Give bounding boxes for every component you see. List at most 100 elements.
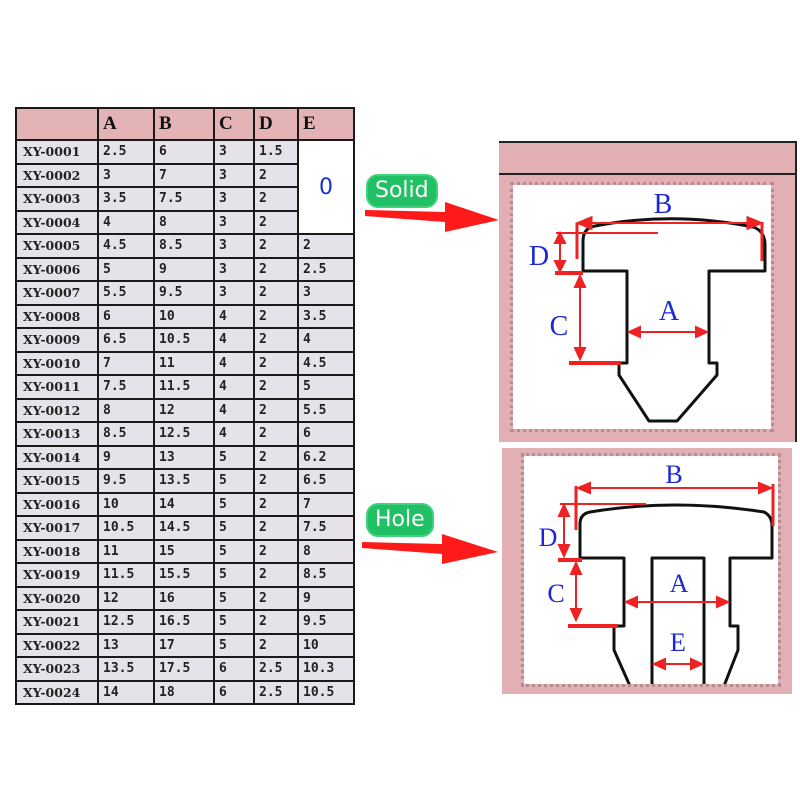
dim-a-cell: 13 <box>97 632 155 658</box>
part-code-cell: XY-0005 <box>15 233 99 259</box>
dim-e-cell: 2 <box>297 233 355 259</box>
dim-label-a: A <box>659 296 680 327</box>
dim-c-cell: 3 <box>213 280 255 306</box>
dim-e-cell: 6.2 <box>297 444 355 470</box>
dim-c-cell: 5 <box>213 609 255 635</box>
dim-a-cell: 9.5 <box>97 468 155 494</box>
dim-label-c: C <box>547 579 564 608</box>
dim-d-cell: 2 <box>253 209 299 235</box>
dim-b-cell: 6 <box>153 139 215 165</box>
dim-a-cell: 13.5 <box>97 656 155 682</box>
dim-b-cell: 9.5 <box>153 280 215 306</box>
dim-a-cell: 10.5 <box>97 515 155 541</box>
dim-d-cell: 2 <box>253 350 299 376</box>
dim-d-cell: 2 <box>253 632 299 658</box>
part-code-cell: XY-0009 <box>15 327 99 353</box>
dim-e-cell: 3 <box>297 280 355 306</box>
dim-c-cell: 4 <box>213 350 255 376</box>
dim-b-cell: 11.5 <box>153 374 215 400</box>
dim-c-cell: 3 <box>213 162 255 188</box>
dim-d-cell: 2 <box>253 374 299 400</box>
dim-a-cell: 5 <box>97 256 155 282</box>
dim-e-cell: 9 <box>297 585 355 611</box>
dimension-a <box>623 595 731 609</box>
dim-c-cell: 5 <box>213 538 255 564</box>
dim-a-cell: 8 <box>97 397 155 423</box>
dim-a-cell: 9 <box>97 444 155 470</box>
dim-d-cell: 2 <box>253 280 299 306</box>
dimension-c <box>569 273 621 365</box>
part-code-cell: XY-0002 <box>15 162 99 188</box>
dim-d-cell: 2 <box>253 233 299 259</box>
part-code-cell: XY-0012 <box>15 397 99 423</box>
dim-e-cell: 6.5 <box>297 468 355 494</box>
dim-d-cell: 1.5 <box>253 139 299 165</box>
dim-c-cell: 4 <box>213 374 255 400</box>
part-code-cell: XY-0004 <box>15 209 99 235</box>
dim-b-cell: 17 <box>153 632 215 658</box>
dim-a-cell: 4.5 <box>97 233 155 259</box>
dimension-e <box>651 657 705 671</box>
part-code-cell: XY-0003 <box>15 186 99 212</box>
dim-a-cell: 10 <box>97 491 155 517</box>
dim-c-cell: 6 <box>213 679 255 705</box>
dim-d-cell: 2 <box>253 538 299 564</box>
dimension-d <box>553 230 658 275</box>
part-code-cell: XY-0022 <box>15 632 99 658</box>
dim-a-cell: 6.5 <box>97 327 155 353</box>
dim-c-cell: 4 <box>213 397 255 423</box>
dim-a-cell: 7.5 <box>97 374 155 400</box>
dim-c-cell: 5 <box>213 562 255 588</box>
dim-c-cell: 5 <box>213 632 255 658</box>
part-code-cell: XY-0020 <box>15 585 99 611</box>
header-blank <box>15 107 99 141</box>
dim-c-cell: 5 <box>213 585 255 611</box>
dim-c-cell: 3 <box>213 139 255 165</box>
dim-b-cell: 8 <box>153 209 215 235</box>
dim-d-cell: 2 <box>253 515 299 541</box>
dim-a-cell: 5.5 <box>97 280 155 306</box>
part-code-cell: XY-0007 <box>15 280 99 306</box>
part-code-cell: XY-0023 <box>15 656 99 682</box>
dim-d-cell: 2 <box>253 562 299 588</box>
dimension-a <box>626 325 710 339</box>
dim-b-cell: 15.5 <box>153 562 215 588</box>
dim-d-cell: 2 <box>253 585 299 611</box>
dim-a-cell: 14 <box>97 679 155 705</box>
dim-e-cell: 8 <box>297 538 355 564</box>
dim-c-cell: 5 <box>213 444 255 470</box>
dim-d-cell: 2.5 <box>253 679 299 705</box>
dim-c-cell: 4 <box>213 421 255 447</box>
dim-e-cell: 10 <box>297 632 355 658</box>
dimension-b <box>574 481 775 530</box>
hole-plug-outline <box>578 503 774 684</box>
solid-diagram-panel: B D C A <box>499 141 797 442</box>
dim-e-cell: 7.5 <box>297 515 355 541</box>
dim-c-cell: 5 <box>213 515 255 541</box>
dim-e-cell: 3.5 <box>297 303 355 329</box>
solid-diagram-canvas: B D C A <box>510 182 774 432</box>
dim-label-b: B <box>665 460 682 489</box>
dimension-c <box>568 560 618 628</box>
part-code-cell: XY-0019 <box>15 562 99 588</box>
part-code-cell: XY-0016 <box>15 491 99 517</box>
part-code-cell: XY-0013 <box>15 421 99 447</box>
dim-e-cell: 7 <box>297 491 355 517</box>
header-d: D <box>253 107 299 141</box>
dim-label-e: E <box>670 628 686 657</box>
dim-a-cell: 3.5 <box>97 186 155 212</box>
header-c: C <box>213 107 255 141</box>
dim-e-cell: 10.5 <box>297 679 355 705</box>
dim-a-cell: 12 <box>97 585 155 611</box>
